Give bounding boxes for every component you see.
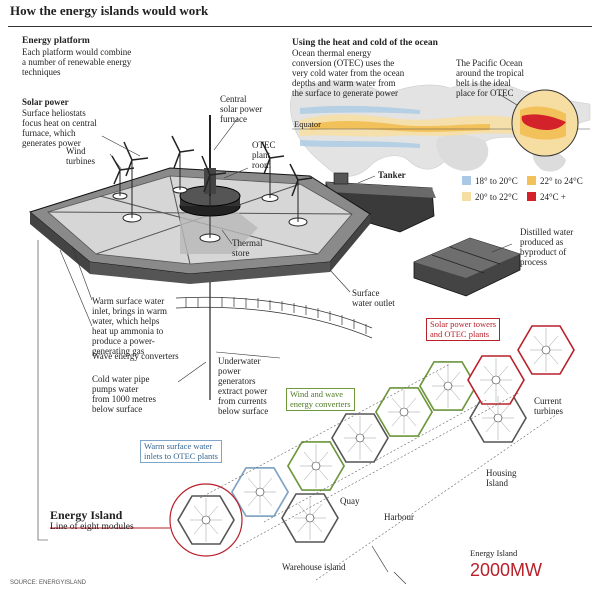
warehouse-island-label: Warehouse island	[282, 562, 346, 572]
title-rule	[8, 26, 592, 27]
water-containers	[413, 237, 521, 297]
surface-outlet-label: Surface water outlet	[352, 288, 395, 308]
wind-wave-box: Wind and wave energy converters	[286, 388, 355, 411]
ocean-body: Ocean thermal energy conversion (OTEC) u…	[292, 48, 405, 98]
otec-room-label: OTEC plant room	[252, 140, 276, 170]
wind-turbines-label: Wind turbines	[66, 146, 95, 166]
solar-power-heading: Solar power	[22, 97, 69, 107]
warm-inlets-box: Warm surface water inlets to OTEC plants	[140, 440, 222, 463]
wind-turbines	[111, 135, 313, 243]
tanker	[325, 172, 436, 233]
cold-pipe-label: Cold water pipe pumps water from 1000 me…	[92, 374, 156, 414]
central-furnace-label: Central solar power furnace	[220, 94, 263, 124]
legend-label-24-plus: 24°C +	[540, 192, 566, 202]
pointer-lines	[37, 117, 351, 541]
pacific-note: The Pacific Ocean around the tropical be…	[456, 58, 524, 98]
capacity-caption: Energy Island	[470, 548, 518, 558]
legend-label-20-22: 20° to 22°C	[475, 192, 518, 202]
energy-platform-body: Each platform would combine a number of …	[22, 47, 132, 77]
legend-swatch-18-20	[462, 176, 471, 185]
wave-converter-ring	[175, 296, 373, 339]
energy-island-subheading: Line of eight modules	[50, 522, 134, 532]
harbour-label: Harbour	[384, 512, 414, 522]
quay-label: Quay	[340, 496, 360, 506]
legend-swatch-22-24	[527, 176, 536, 185]
page-title: How the energy islands would work	[10, 3, 209, 18]
distilled-water-label: Distilled water produced as byproduct of…	[520, 227, 574, 267]
world-map	[290, 80, 591, 177]
energy-platform-heading: Energy platform	[22, 36, 90, 46]
tanker-label: Tanker	[378, 170, 406, 180]
legend-swatch-20-22	[462, 192, 471, 201]
energy-island-modules	[50, 325, 575, 585]
legend-label-18-20: 18° to 20°C	[475, 176, 518, 186]
housing-island-label: Housing Island	[486, 468, 517, 488]
solar-towers-box: Solar power towers and OTEC plants	[426, 318, 501, 341]
current-turbines-label: Current turbines	[534, 396, 563, 416]
equator-label: Equator	[294, 119, 321, 129]
solar-power-body: Surface heliostats focus heat on central…	[22, 108, 97, 148]
legend-swatch-24-plus	[527, 192, 536, 201]
legend-label-22-24: 22° to 24°C	[540, 176, 583, 186]
thermal-store-label: Thermal store	[232, 238, 263, 258]
warm-inlet-label: Warm surface water inlet, brings in warm…	[92, 296, 167, 356]
ocean-heading: Using the heat and cold of the ocean	[292, 38, 438, 48]
source-credit: SOURCE: ENERGYISLAND	[10, 580, 87, 586]
wave-converters-label: Wave energy converters	[92, 351, 179, 361]
underwater-generators-label: Underwater power generators extract powe…	[218, 356, 269, 416]
energy-island-heading: Energy Island	[50, 508, 123, 522]
capacity-value: 2000MW	[470, 560, 543, 580]
